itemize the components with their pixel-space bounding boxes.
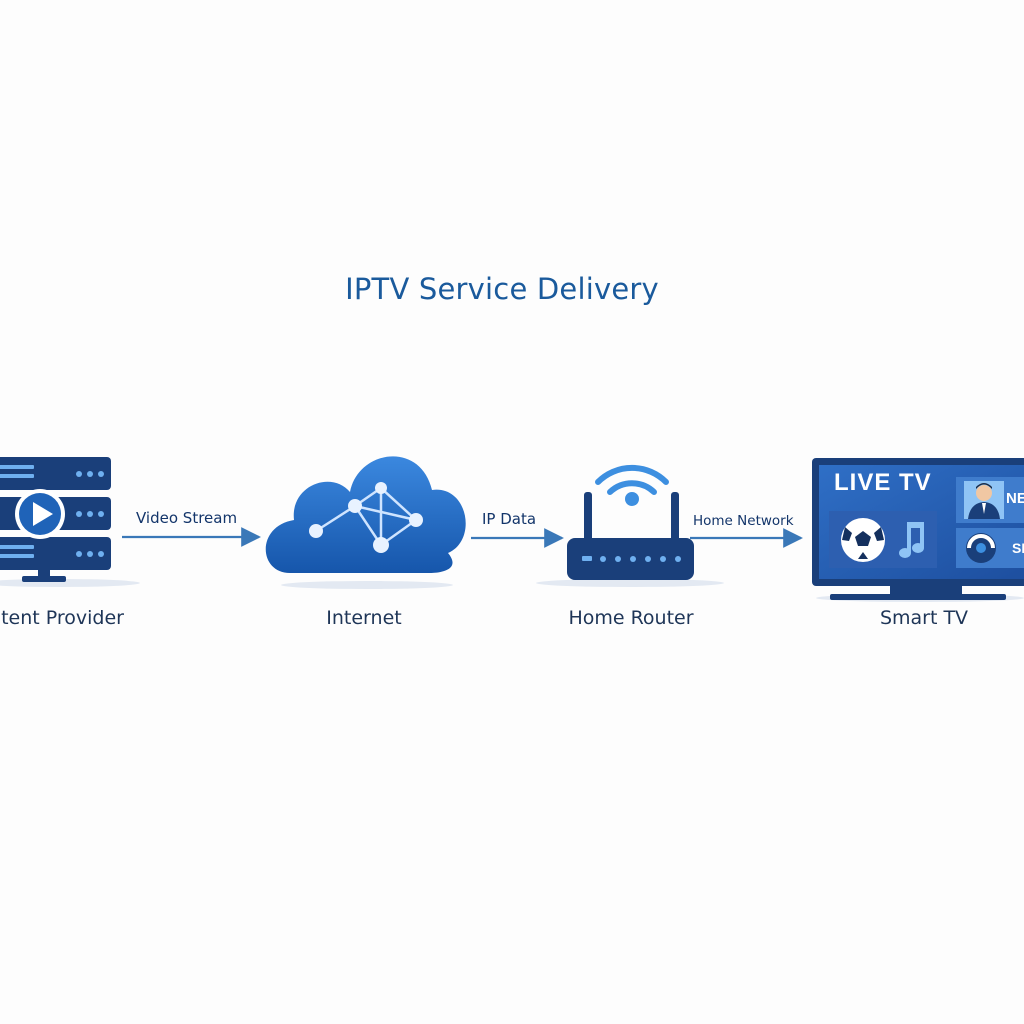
smart-tv-icon [812, 458, 1024, 600]
sports-thumbnail-icon [966, 533, 996, 563]
cloud-network-icon [265, 456, 466, 573]
node-label-content-provider: Content Provider [0, 607, 124, 629]
tv-tile-news-text: NEWS [1006, 490, 1024, 507]
node-label-smart-tv: Smart TV [879, 607, 969, 629]
music-note-icon [899, 522, 924, 558]
edge-label-ip-data: IP Data [482, 510, 537, 528]
node-shadow [281, 581, 453, 589]
diagram-title: IPTV Service Delivery [345, 272, 659, 306]
soccer-ball-icon [841, 518, 885, 562]
news-anchor-icon [964, 481, 1004, 519]
tv-tile-sports-text: SPORTS [1012, 540, 1024, 556]
node-label-internet: Internet [326, 607, 402, 629]
node-shadow [536, 579, 724, 587]
node-label-home-router: Home Router [568, 607, 694, 629]
edge-label-video-stream: Video Stream [136, 509, 238, 527]
server-rack-icon [0, 457, 111, 582]
play-icon [15, 489, 65, 539]
wifi-router-icon [567, 464, 694, 580]
tv-banner-text: LIVE TV [834, 469, 932, 496]
node-shadow [0, 579, 140, 587]
edge-label-home-network: Home Network [693, 513, 794, 529]
